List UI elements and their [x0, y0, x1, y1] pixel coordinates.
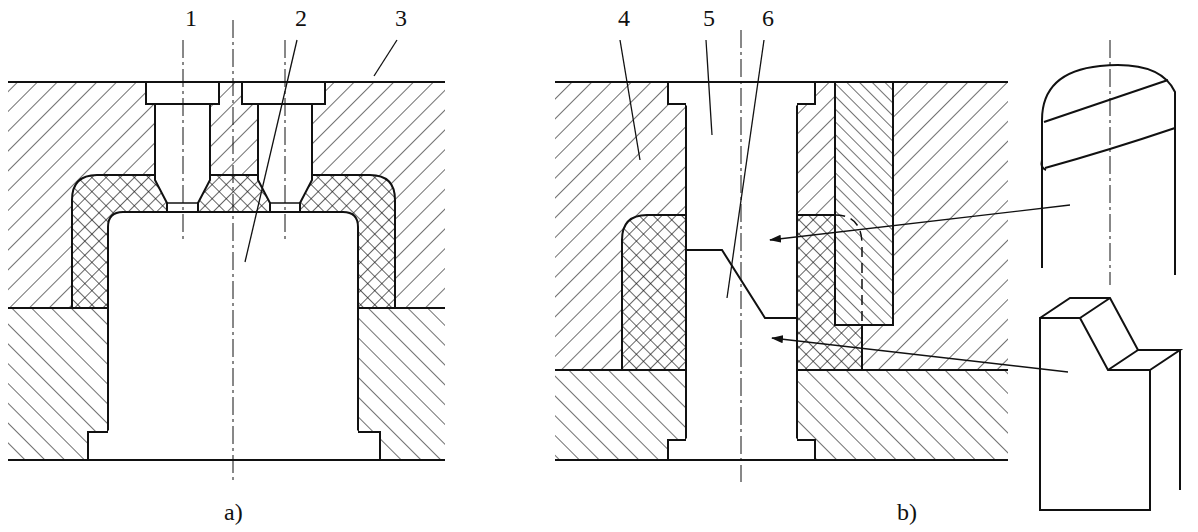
figure-label: a)	[222, 500, 245, 524]
callout-number: 6	[760, 6, 776, 30]
callout-number: 1	[183, 6, 199, 30]
callout-number: 3	[393, 6, 409, 30]
figure-label: b)	[895, 500, 919, 524]
callout-number: 2	[293, 6, 309, 30]
callout-number: 4	[616, 6, 632, 30]
callout-number: 5	[701, 6, 717, 30]
